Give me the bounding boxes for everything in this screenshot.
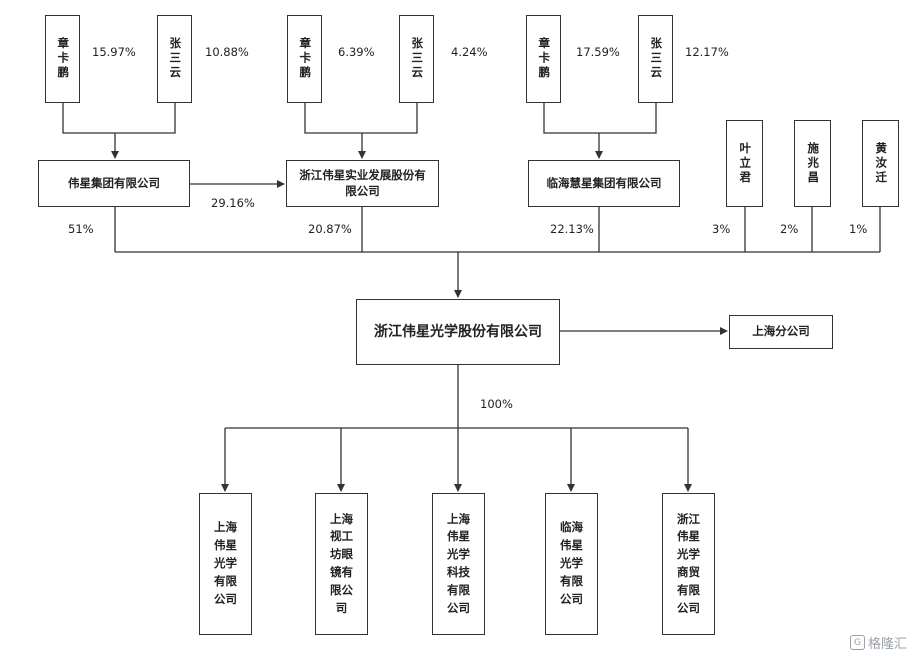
company-name: 上海 伟星 光学 有限 公司 bbox=[214, 520, 237, 606]
share-pct-label: 22.13% bbox=[550, 222, 594, 236]
share-pct-label: 4.24% bbox=[451, 45, 488, 59]
person-box-zhang-sanyun-2: 张三云 bbox=[399, 15, 434, 103]
share-pct-label: 51% bbox=[68, 222, 94, 236]
person-box-ye-lijun: 叶立君 bbox=[726, 120, 763, 207]
share-pct-label: 10.88% bbox=[205, 45, 249, 59]
watermark: G 格隆汇 bbox=[849, 633, 907, 652]
share-pct-label: 100% bbox=[480, 397, 513, 411]
company-zhejiang-weixing-industrial: 浙江伟星实业发展股份有限公司 bbox=[286, 160, 439, 207]
person-name: 张三云 bbox=[649, 37, 664, 81]
company-linhai-huixing-group: 临海慧星集团有限公司 bbox=[528, 160, 680, 207]
share-pct-label: 29.16% bbox=[211, 196, 255, 210]
person-name: 章卡鹏 bbox=[298, 37, 313, 81]
person-name: 施兆昌 bbox=[806, 141, 821, 186]
share-pct-label: 3% bbox=[712, 222, 731, 236]
person-name: 黄汝迁 bbox=[874, 141, 889, 186]
person-box-zhang-sanyun-1: 张三云 bbox=[157, 15, 192, 103]
share-pct-label: 20.87% bbox=[308, 222, 352, 236]
gelonghui-logo-icon: G bbox=[849, 635, 865, 650]
company-weixing-group: 伟星集团有限公司 bbox=[38, 160, 190, 207]
company-name: 浙江伟星光学股份有限公司 bbox=[374, 323, 542, 340]
person-name: 张三云 bbox=[168, 37, 183, 81]
person-name: 章卡鹏 bbox=[56, 37, 71, 81]
watermark-text: 格隆汇 bbox=[867, 637, 907, 652]
share-pct-label: 6.39% bbox=[338, 45, 375, 59]
person-box-zhang-kapeng-3: 章卡鹏 bbox=[526, 15, 561, 103]
company-name: 浙江伟星实业发展股份有限公司 bbox=[299, 167, 426, 198]
company-name: 上海分公司 bbox=[752, 324, 810, 339]
company-main-zhejiang-weixing-optical: 浙江伟星光学股份有限公司 bbox=[356, 299, 560, 365]
company-name: 临海 伟星 光学 有限 公司 bbox=[560, 520, 583, 606]
share-pct-label: 1% bbox=[849, 222, 868, 236]
person-name: 叶立君 bbox=[738, 141, 753, 186]
person-box-huang-ruqian: 黄汝迁 bbox=[862, 120, 899, 207]
company-name: 浙江 伟星 光学 商贸 有限 公司 bbox=[677, 511, 700, 615]
person-box-zhang-kapeng-2: 章卡鹏 bbox=[287, 15, 322, 103]
subsidiary-shanghai-weixing-optical: 上海 伟星 光学 有限 公司 bbox=[199, 493, 252, 635]
company-shanghai-branch: 上海分公司 bbox=[729, 315, 833, 349]
subsidiary-zhejiang-weixing-optical-trade: 浙江 伟星 光学 商贸 有限 公司 bbox=[662, 493, 715, 635]
subsidiary-linhai-weixing-optical: 临海 伟星 光学 有限 公司 bbox=[545, 493, 598, 635]
person-box-shi-zhaochang: 施兆昌 bbox=[794, 120, 831, 207]
person-box-zhang-kapeng-1: 章卡鹏 bbox=[45, 15, 80, 103]
share-pct-label: 2% bbox=[780, 222, 799, 236]
share-pct-label: 12.17% bbox=[685, 45, 729, 59]
share-pct-label: 17.59% bbox=[576, 45, 620, 59]
company-name: 上海 伟星 光学 科技 有限 公司 bbox=[447, 511, 470, 615]
company-name: 伟星集团有限公司 bbox=[68, 175, 160, 190]
share-pct-label: 15.97% bbox=[92, 45, 136, 59]
company-name: 临海慧星集团有限公司 bbox=[546, 175, 662, 190]
subsidiary-shanghai-shigongfang-eyewear: 上海 视工 坊眼 镜有 限公 司 bbox=[315, 493, 368, 635]
subsidiary-shanghai-weixing-optical-tech: 上海 伟星 光学 科技 有限 公司 bbox=[432, 493, 485, 635]
person-name: 张三云 bbox=[410, 37, 425, 81]
company-name: 上海 视工 坊眼 镜有 限公 司 bbox=[330, 511, 353, 615]
person-box-zhang-sanyun-3: 张三云 bbox=[638, 15, 673, 103]
person-name: 章卡鹏 bbox=[537, 37, 552, 81]
